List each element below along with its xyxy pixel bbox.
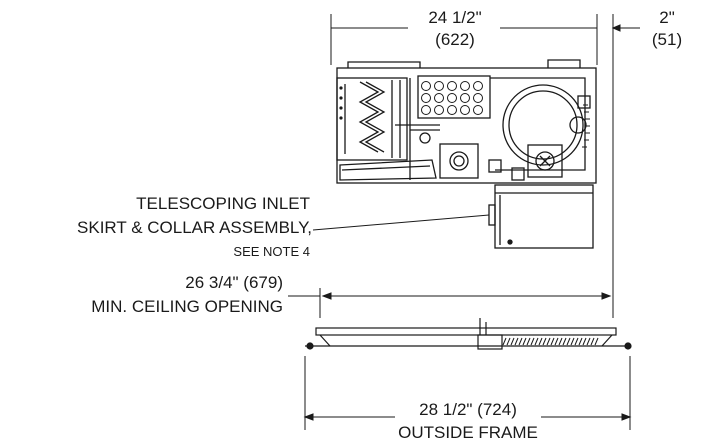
inlet-hole — [434, 105, 444, 115]
louver-blade — [566, 337, 571, 346]
inlet-hole — [421, 81, 431, 91]
frame-louvers — [502, 337, 599, 346]
coil-fins-2 — [364, 81, 386, 153]
drain-tray — [339, 159, 437, 181]
unit-width-mm-label: (622) — [435, 30, 475, 49]
louver-blade — [522, 337, 527, 346]
side-gap-mm-label: (51) — [651, 30, 683, 49]
inlet-hole — [447, 93, 457, 103]
inlet-hole-grid — [421, 81, 483, 115]
inlet-hole — [447, 105, 457, 115]
louver-blade — [550, 337, 555, 346]
ceiling-opening-dim-label: 26 3/4" (679) — [185, 273, 283, 292]
blower-wheel — [502, 84, 584, 166]
louver-blade — [562, 337, 567, 346]
control-box-right — [527, 144, 563, 178]
coil-dots — [339, 86, 343, 120]
inlet-hole — [434, 93, 444, 103]
louver-blade — [554, 337, 559, 346]
louver-blade — [542, 337, 547, 346]
callout-line3: SEE NOTE 4 — [233, 244, 310, 259]
louver-blade — [502, 337, 507, 346]
inlet-hole — [447, 81, 457, 91]
louver-blade — [530, 337, 535, 346]
louver-blade — [582, 337, 587, 346]
inlet-hole — [473, 93, 483, 103]
blower-housing — [490, 77, 586, 171]
louver-blade — [510, 337, 515, 346]
dim-outside-frame — [303, 356, 632, 430]
outside-frame-dim-label: 28 1/2" (724) — [419, 400, 517, 419]
inlet-hole — [473, 105, 483, 115]
unit-width-in-label: 24 1/2" — [428, 8, 482, 27]
ceiling-opening-text-label: MIN. CEILING OPENING — [91, 297, 283, 316]
housing-top-ledge — [347, 59, 581, 68]
louver-blade — [518, 337, 523, 346]
callout-line1: TELESCOPING INLET — [136, 194, 310, 213]
louver-blade — [538, 337, 543, 346]
control-box-left — [439, 143, 479, 179]
inlet-hole — [460, 81, 470, 91]
dim-unit-width — [330, 14, 598, 65]
blower-ticks — [582, 104, 590, 148]
louver-blade — [526, 337, 531, 346]
louver-blade — [514, 337, 519, 346]
side-gap-in-label: 2" — [659, 8, 675, 27]
inlet-panel — [417, 75, 491, 119]
louver-blade — [578, 337, 583, 346]
louver-blade — [558, 337, 563, 346]
inlet-hole — [460, 93, 470, 103]
inlet-hole — [460, 105, 470, 115]
louver-blade — [594, 337, 599, 346]
louver-blade — [506, 337, 511, 346]
unit-body — [336, 59, 597, 249]
outside-frame-text-label: OUTSIDE FRAME — [398, 423, 538, 442]
callout-line2: SKIRT & COLLAR ASSEMBLY, — [77, 218, 312, 237]
coil-fins — [358, 81, 380, 153]
inlet-hole — [421, 93, 431, 103]
inlet-skirt-box — [494, 184, 594, 249]
dim-ceiling-opening — [288, 288, 612, 318]
louver-blade — [534, 337, 539, 346]
louver-blade — [574, 337, 579, 346]
louver-blade — [590, 337, 595, 346]
inlet-hole — [434, 81, 444, 91]
coil-section — [336, 77, 408, 161]
ceiling-frame — [305, 318, 632, 350]
dim-side-gap — [611, 14, 640, 318]
louver-blade — [546, 337, 551, 346]
callout-leader — [312, 214, 490, 231]
louver-blade — [570, 337, 575, 346]
inlet-hole — [421, 105, 431, 115]
louver-blade — [586, 337, 591, 346]
inlet-hole — [473, 81, 483, 91]
